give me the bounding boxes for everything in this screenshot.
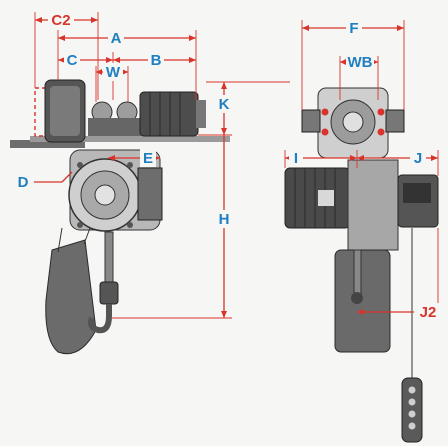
beam-left (10, 140, 85, 148)
label-wb: WB (348, 54, 373, 71)
motor-nameplate (318, 190, 334, 206)
pendant-buttons (408, 386, 416, 430)
front-motor-fins (294, 168, 336, 228)
chain-bag-strap-2 (83, 227, 91, 245)
chain-bag-strap-1 (57, 227, 63, 253)
control-box-panel (403, 183, 431, 203)
label-d: D (18, 174, 29, 191)
label-j2: J2 (420, 304, 437, 321)
front-side-plate-r (385, 109, 405, 133)
control-box (137, 167, 163, 221)
motor-endcap (196, 100, 206, 128)
front-load-chain (353, 249, 362, 296)
label-k: K (219, 96, 230, 113)
front-trolley-bolts (321, 108, 385, 136)
body-bolts (77, 162, 133, 228)
chain-bag (45, 239, 97, 355)
front-chain-bag (334, 249, 391, 353)
gearbox-face (50, 86, 80, 136)
dim-d-leader-angle (61, 171, 73, 183)
label-c2: C2 (51, 12, 70, 29)
label-w: W (106, 64, 121, 81)
front-view-hoist (284, 87, 439, 443)
label-c: C (67, 52, 78, 69)
label-e: E (143, 150, 153, 167)
trolley-motor (139, 91, 199, 137)
label-b: B (151, 52, 162, 69)
hook (87, 304, 112, 334)
label-j: J (414, 150, 422, 167)
hoist-drum-center (94, 184, 116, 206)
label-f: F (349, 20, 358, 37)
beam-rail (30, 136, 230, 142)
front-trolley-hub (342, 111, 364, 133)
label-a: A (111, 30, 122, 47)
front-side-plate-l (301, 109, 321, 133)
load-chain (104, 231, 114, 283)
label-h: H (219, 211, 230, 228)
front-hoist-frame (347, 159, 399, 251)
trolley-frame (88, 118, 143, 136)
label-masks (14, 11, 442, 321)
pendant-controller (401, 377, 423, 443)
label-i: I (294, 150, 298, 167)
dimension-labels: C2 A C B W K E D H F WB I J J2 (18, 12, 437, 321)
hook-block (99, 281, 119, 305)
side-view-hoist (10, 79, 230, 355)
motor-fins (149, 92, 181, 136)
front-hook-block (351, 292, 363, 304)
